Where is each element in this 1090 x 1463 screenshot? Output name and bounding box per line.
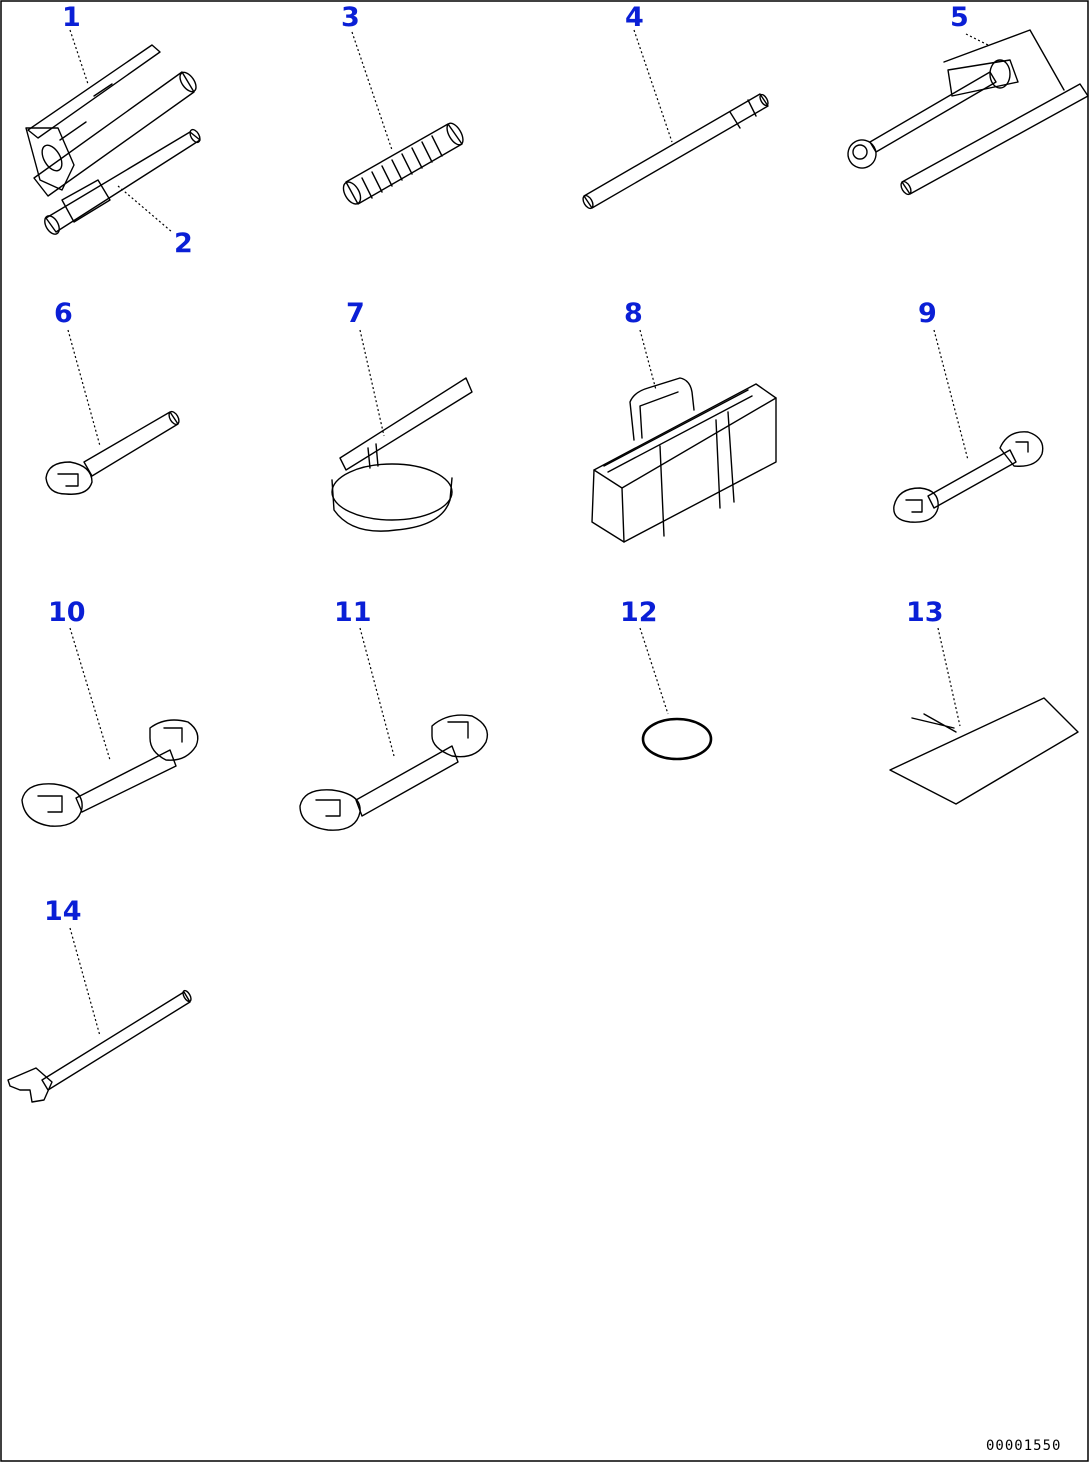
part-9-spanner-drawing xyxy=(893,431,1044,523)
part-8-tool-bag-drawing xyxy=(591,377,777,543)
callout-4: 4 xyxy=(625,2,644,33)
part-4-rod-drawing xyxy=(582,93,769,210)
callout-11: 11 xyxy=(334,597,372,628)
callout-3: 3 xyxy=(341,2,360,33)
callout-1: 1 xyxy=(62,2,81,33)
part-12-o-ring-drawing xyxy=(641,717,713,761)
callout-14: 14 xyxy=(44,896,82,927)
part-10-spanner-drawing xyxy=(21,719,199,827)
callout-8: 8 xyxy=(624,298,643,329)
callout-10: 10 xyxy=(48,597,86,628)
callout-13: 13 xyxy=(906,597,944,628)
drawing-id-label: 00001550 xyxy=(986,1438,1061,1454)
callout-6: 6 xyxy=(54,298,73,329)
callout-9: 9 xyxy=(918,298,937,329)
part-3-coil-spring-drawing xyxy=(342,122,464,205)
callout-2: 2 xyxy=(174,228,193,259)
callout-5: 5 xyxy=(950,2,969,33)
part-14-long-spanner-drawing xyxy=(7,989,192,1103)
part-1-grease-gun-drawing xyxy=(25,44,197,197)
callout-12: 12 xyxy=(620,597,658,628)
part-5-socket-wrench-drawing xyxy=(847,29,1089,196)
part-7-filter-wrench-drawing xyxy=(331,377,473,532)
callout-7: 7 xyxy=(346,298,365,329)
part-2-nozzle-drawing xyxy=(44,128,201,235)
part-11-spanner-drawing xyxy=(299,714,489,831)
part-6-handle-wrench-drawing xyxy=(45,410,180,495)
part-13-tag-plate-drawing xyxy=(889,697,1079,805)
